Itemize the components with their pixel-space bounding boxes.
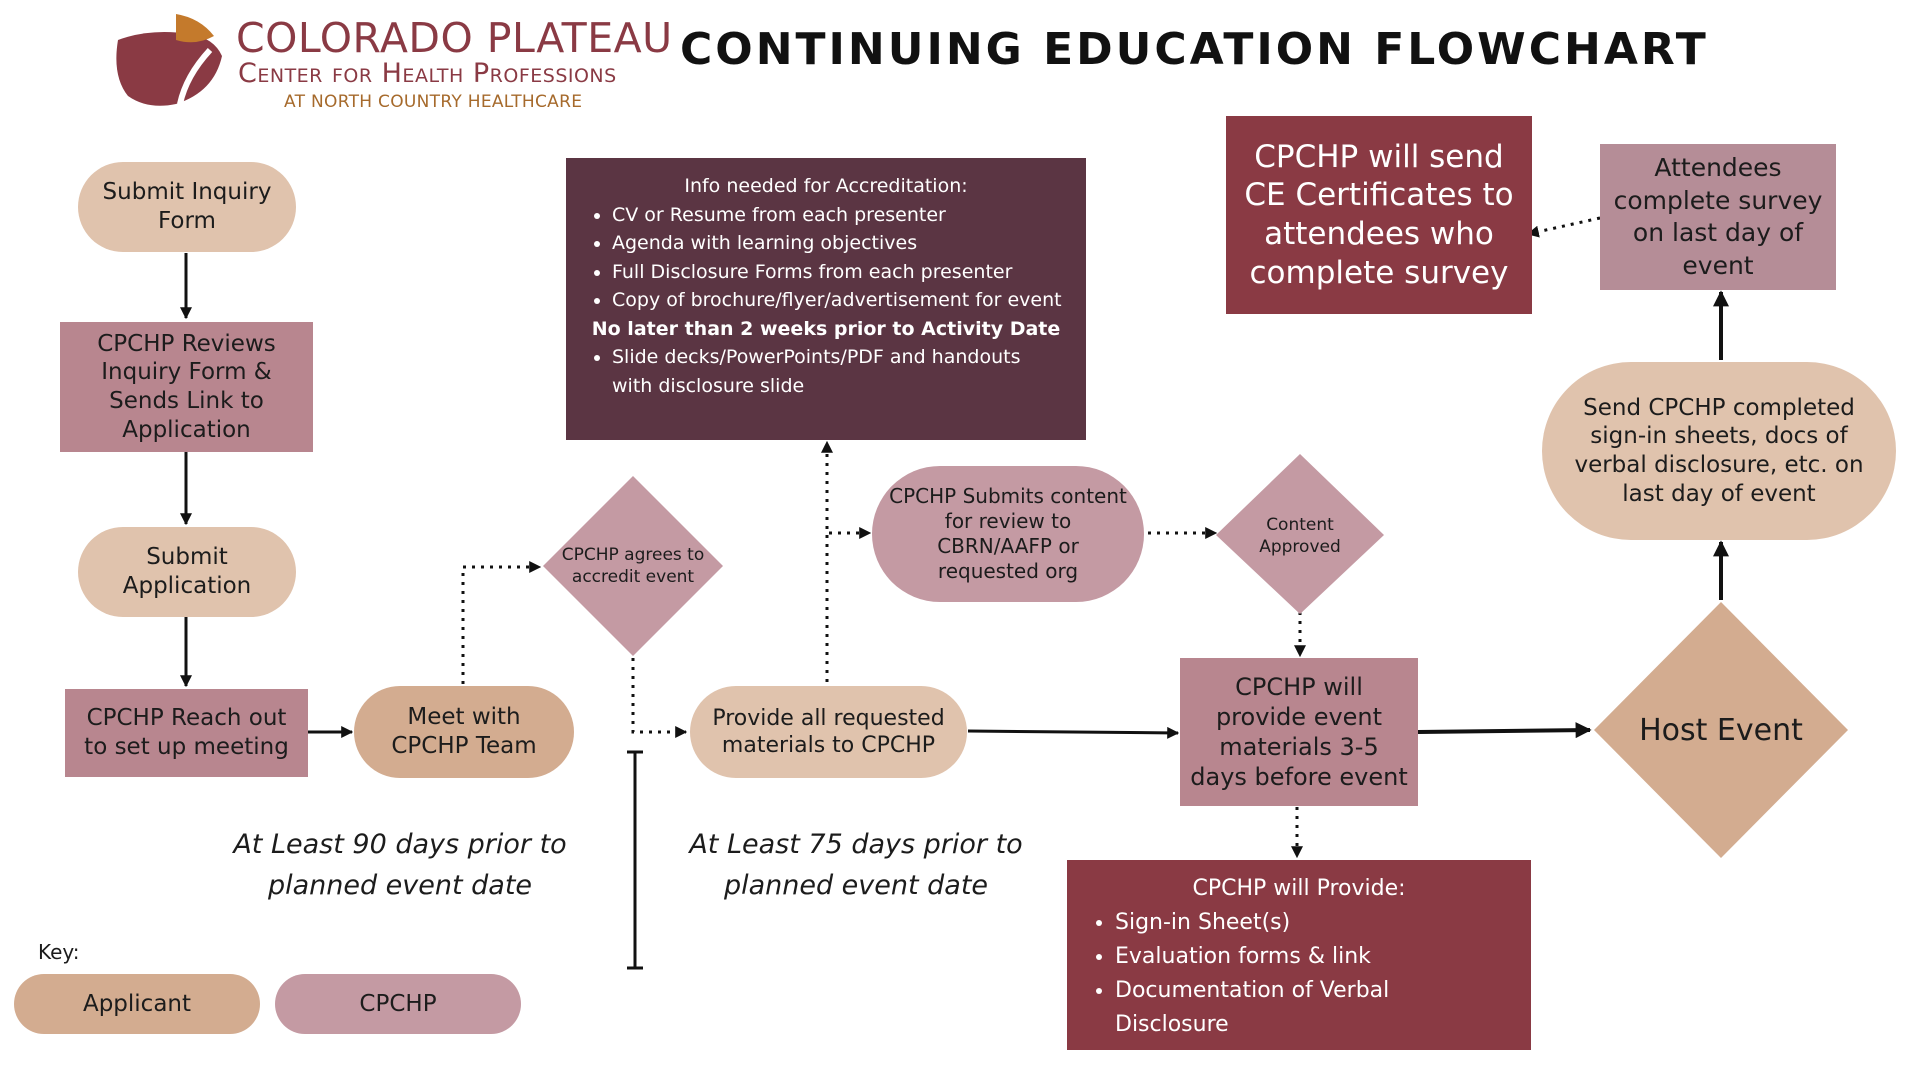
- node-label: Submit Inquiry Form: [102, 179, 272, 234]
- list-item: Documentation of Verbal Disclosure: [1115, 974, 1505, 1042]
- node-label: CPCHP Reviews Inquiry Form & Sends Link …: [97, 330, 276, 443]
- provide-list-title: CPCHP will Provide:: [1192, 876, 1406, 901]
- list-item: Evaluation forms & link: [1115, 940, 1505, 974]
- logo-mark: [116, 14, 222, 106]
- list-item: Agenda with learning objectives: [612, 229, 1062, 258]
- logo-line1: COLORADO PLATEAU: [236, 14, 673, 62]
- node-provide-materials: Provide all requested materials to CPCHP: [690, 686, 967, 778]
- node-submit-application: Submit Application: [78, 527, 296, 617]
- timeline-bar: [627, 750, 643, 970]
- node-cpchp-reviews: CPCHP Reviews Inquiry Form & Sends Link …: [60, 322, 313, 452]
- node-label: Host Event: [1639, 712, 1803, 748]
- arrow-attendees-to-certs: [1526, 216, 1601, 238]
- node-submit-inquiry: Submit Inquiry Form: [78, 162, 296, 252]
- node-label: CPCHP Reach out to set up meeting: [84, 705, 289, 760]
- node-label: CPCHP agrees to accredit event: [561, 544, 705, 587]
- node-reach-out: CPCHP Reach out to set up meeting: [65, 689, 308, 777]
- accreditation-list: CV or Resume from each presenter Agenda …: [590, 201, 1062, 315]
- node-cpchp-submits: CPCHP Submits content for review to CBRN…: [872, 466, 1144, 602]
- approved-diamond-shape: [1216, 454, 1384, 614]
- node-attendees-survey: Attendees complete survey on last day of…: [1600, 144, 1836, 290]
- key-cpchp: CPCHP: [275, 974, 521, 1034]
- node-will-provide-materials: CPCHP will provide event materials 3-5 d…: [1180, 658, 1418, 806]
- key-applicant-label: Applicant: [82, 990, 192, 1017]
- node-label: CPCHP will provide event materials 3-5 d…: [1190, 673, 1408, 791]
- node-cpchp-agrees: CPCHP agrees to accredit event: [553, 530, 713, 602]
- provide-list: Sign-in Sheet(s) Evaluation forms & link…: [1093, 906, 1505, 1042]
- accreditation-deadline: No later than 2 weeks prior to Activity …: [591, 317, 1061, 340]
- node-label: Attendees complete survey on last day of…: [1613, 153, 1823, 280]
- node-send-certificates: CPCHP will send CE Certificates to atten…: [1226, 116, 1532, 314]
- node-label: Send CPCHP completed sign-in sheets, doc…: [1574, 394, 1864, 507]
- list-item: CV or Resume from each presenter: [612, 201, 1062, 230]
- node-content-approved: Content Approved: [1236, 506, 1364, 566]
- list-item: Sign-in Sheet(s): [1115, 906, 1505, 940]
- logo-line2: Center for Health Professions: [238, 58, 617, 89]
- key-applicant: Applicant: [14, 974, 260, 1034]
- agrees-diamond-shape: [543, 476, 723, 656]
- list-item: Copy of brochure/flyer/advertisement for…: [612, 286, 1062, 315]
- accreditation-late-list: Slide decks/PowerPoints/PDF and handouts…: [590, 343, 1062, 400]
- list-item: Full Disclosure Forms from each presente…: [612, 258, 1062, 287]
- node-label: Meet with CPCHP Team: [391, 704, 537, 759]
- node-label: Provide all requested materials to CPCHP: [712, 705, 945, 759]
- node-label: Content Approved: [1259, 514, 1341, 557]
- key-label: Key:: [38, 940, 80, 964]
- provide-list-box: CPCHP will Provide: Sign-in Sheet(s) Eva…: [1067, 860, 1531, 1050]
- node-label: CPCHP Submits content for review to CBRN…: [889, 484, 1127, 583]
- key-cpchp-label: CPCHP: [359, 990, 437, 1017]
- arrow-meet-to-agrees: [461, 561, 542, 684]
- arrow-materials-to-host: [1417, 722, 1592, 739]
- accreditation-info-box: Info needed for Accreditation: CV or Res…: [566, 158, 1086, 440]
- host-diamond-shape: [1594, 602, 1848, 858]
- arrow-provide-to-materials: [967, 726, 1180, 739]
- node-host-event: Host Event: [1624, 700, 1818, 760]
- note-75-days: At Least 75 days prior to planned event …: [689, 829, 1023, 901]
- page-title: CONTINUING EDUCATION FLOWCHART: [680, 24, 1709, 75]
- node-send-completed: Send CPCHP completed sign-in sheets, doc…: [1542, 362, 1896, 540]
- node-label: CPCHP will send CE Certificates to atten…: [1244, 138, 1514, 291]
- accreditation-title: Info needed for Accreditation:: [684, 175, 968, 197]
- arrow-agrees-to-provide: [631, 658, 688, 738]
- logo-line3: AT NORTH COUNTRY HEALTHCARE: [284, 92, 583, 112]
- node-label: Submit Application: [122, 544, 252, 599]
- node-meet-team: Meet with CPCHP Team: [354, 686, 574, 778]
- list-item: Slide decks/PowerPoints/PDF and handouts…: [612, 343, 1062, 400]
- note-90-days: At Least 90 days prior to planned event …: [233, 829, 567, 901]
